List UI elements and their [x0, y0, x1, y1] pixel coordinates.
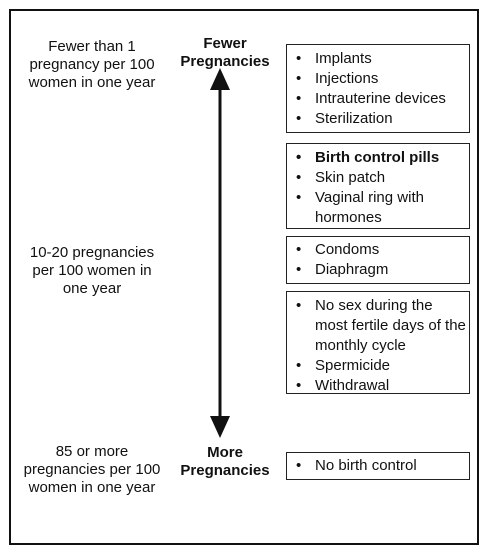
method-group-box: Implants Injections Intrauterine devices… — [286, 44, 470, 133]
method-item: Birth control pills — [287, 148, 469, 168]
rate-label-fewest: Fewer than 1 pregnancy per 100 women in … — [28, 38, 156, 91]
method-item: No sex during the most fertile days of t… — [287, 296, 469, 356]
method-item: Vaginal ring with hormones — [287, 188, 469, 228]
arrow-head-down — [210, 416, 230, 438]
method-item: No birth control — [287, 456, 469, 476]
method-item: Intrauterine devices — [287, 89, 469, 109]
method-item: Skin patch — [287, 168, 469, 188]
fewer-pregnancies-label: Fewer Pregnancies — [180, 35, 270, 70]
method-item: Injections — [287, 69, 469, 89]
method-item: Condoms — [287, 240, 469, 260]
method-item: Withdrawal — [287, 376, 469, 396]
method-group-box: Condoms Diaphragm — [286, 236, 470, 284]
method-item: Spermicide — [287, 356, 469, 376]
arrow-head-up — [210, 68, 230, 90]
method-group-box: No sex during the most fertile days of t… — [286, 291, 470, 396]
rate-label-middle: 10-20 pregnancies per 100 women in one y… — [29, 244, 155, 297]
rate-label-most: 85 or more pregnancies per 100 women in … — [23, 443, 161, 496]
method-group-box: No birth control — [286, 452, 470, 480]
method-item: Diaphragm — [287, 260, 469, 280]
more-pregnancies-label: More Pregnancies — [180, 444, 270, 479]
double-headed-arrow — [210, 68, 230, 438]
method-group-box: Birth control pills Skin patch Vaginal r… — [286, 143, 470, 229]
method-item: Sterilization — [287, 109, 469, 129]
method-item: Implants — [287, 49, 469, 69]
